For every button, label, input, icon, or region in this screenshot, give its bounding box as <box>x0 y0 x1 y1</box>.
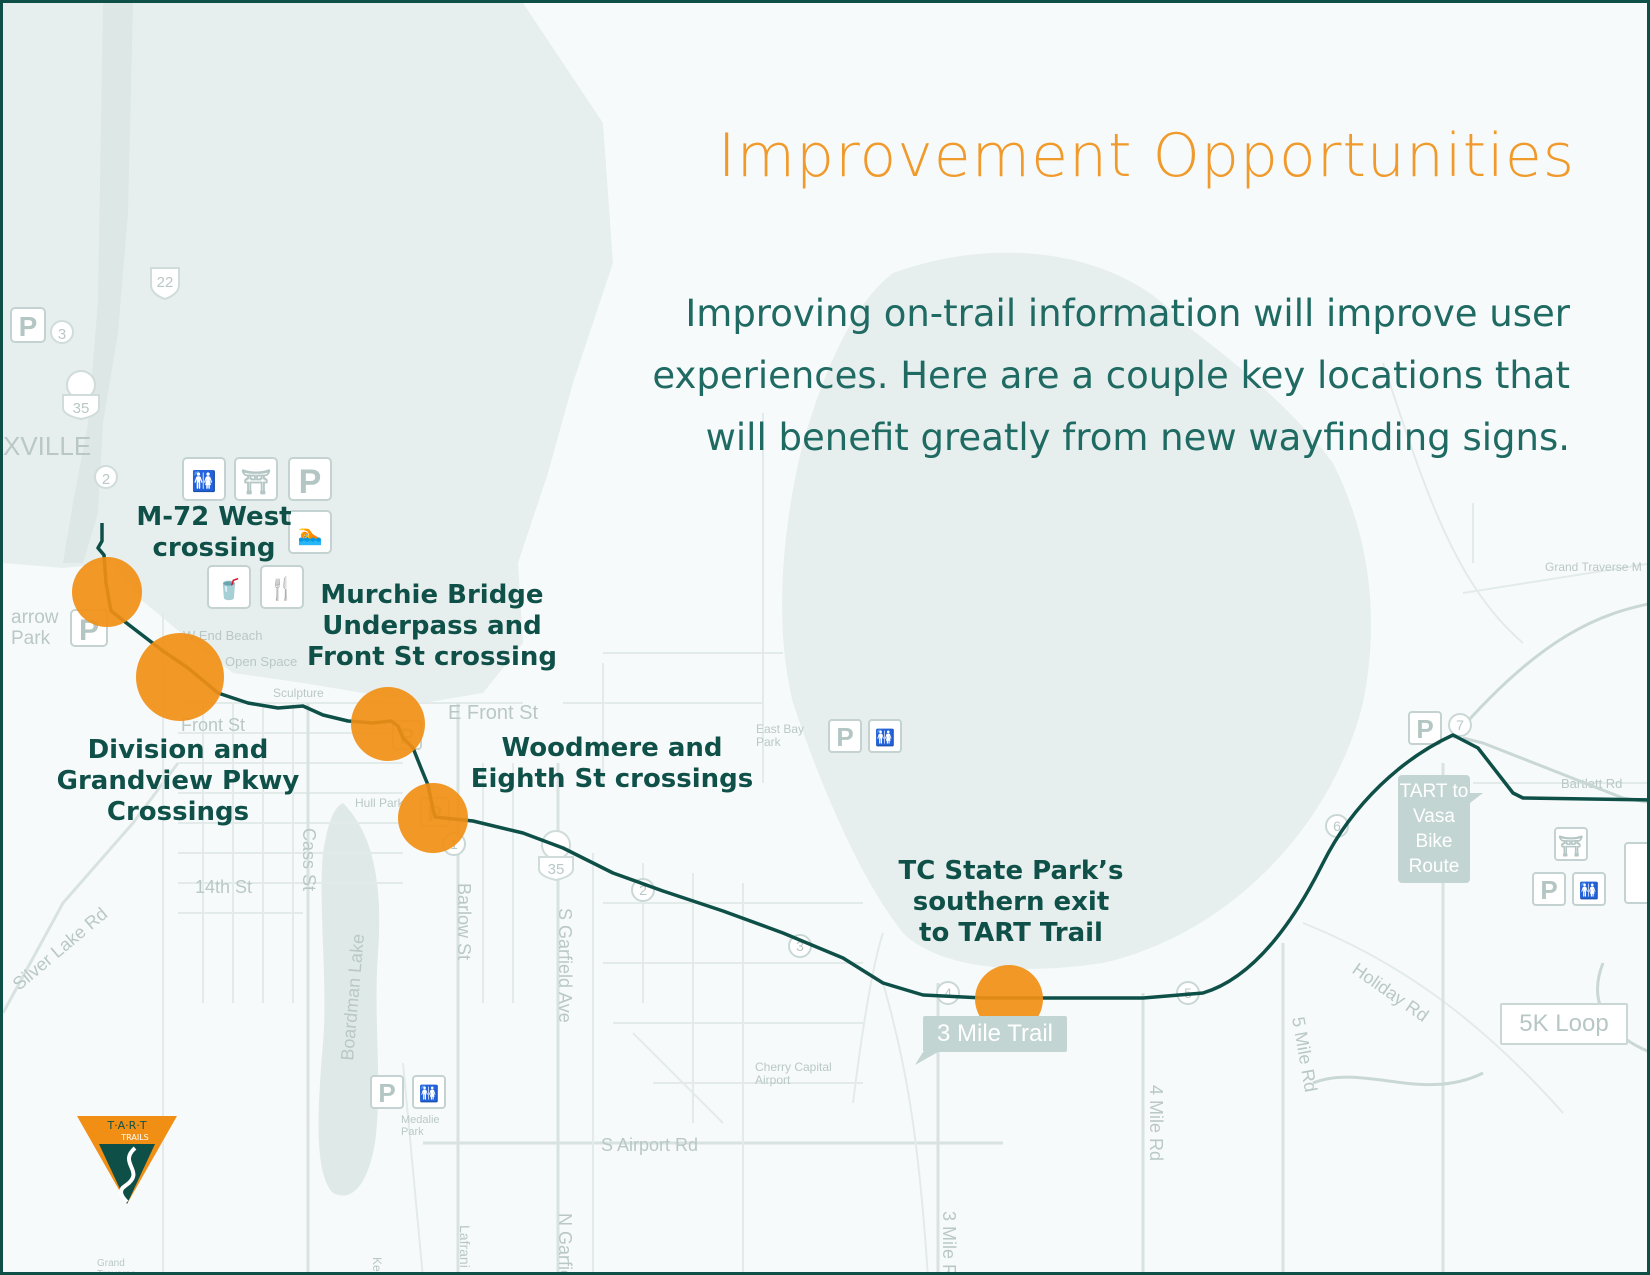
label-3-mile-rd: 3 Mile R <box>939 1211 959 1275</box>
label-4-mile-rd: 4 Mile Rd <box>1146 1085 1166 1161</box>
marker-murchie-bridge <box>351 687 425 761</box>
callout-tc-state-park: TC State Park’s southern exit to TART Tr… <box>898 856 1124 948</box>
callout-woodmere-eighth: Woodmere and Eighth St crossings <box>470 733 754 794</box>
label-lafrane: Lafrani <box>457 1225 473 1268</box>
route-35-shield: 35 <box>548 861 565 878</box>
east-bay-water <box>782 252 1372 969</box>
logo-text: T·A·R·T <box>106 1119 146 1132</box>
parking-icon: P <box>836 722 853 752</box>
label-open-space: Open Space <box>225 654 297 669</box>
swimming-icon: 🏊 <box>298 524 323 546</box>
restroom-icon: 🚻 <box>192 469 217 493</box>
tart-logo: T·A·R·T TRAILS <box>77 1116 177 1204</box>
three-mile-trail-label: 3 Mile Trail <box>923 1016 1067 1052</box>
route-35-shield-nw: 35 <box>73 400 90 417</box>
vasa-pointer <box>1470 793 1483 803</box>
marker-woodmere-eighth <box>398 783 468 853</box>
callout-m72-west: M-72 West crossing <box>136 502 292 563</box>
picnic-table-icon: ⛩ <box>1558 835 1583 858</box>
parking-icon: P <box>378 1078 395 1108</box>
label-silver-lake-rd: Silver Lake Rd <box>9 903 112 994</box>
label-14th-st: 14th St <box>195 877 252 897</box>
boardman-lake <box>318 803 380 1196</box>
route-22-shield: 22 <box>157 274 174 291</box>
food-icon: 🍴 <box>268 576 295 602</box>
parking-icon: P <box>1416 714 1433 744</box>
svg-text:3: 3 <box>796 938 804 954</box>
restroom-icon: 🚻 <box>419 1084 439 1103</box>
label-holiday-rd: Holiday Rd <box>1349 959 1433 1026</box>
label-grand-traverse: Grand Traverse M <box>1545 560 1642 574</box>
marker-m72-west <box>72 557 142 627</box>
callout-murchie-bridge: Murchie Bridge Underpass and Front St cr… <box>306 580 558 672</box>
marker-nw-3: 3 <box>58 326 66 343</box>
label-xville: XVILLE <box>3 431 91 461</box>
marker-division-grandview <box>136 633 224 721</box>
street-grid <box>3 362 1647 1272</box>
west-arm-left <box>63 3 133 563</box>
parking-icon: P <box>19 311 38 342</box>
parking-icon: P <box>299 463 322 501</box>
parking-icon: P <box>1540 875 1557 905</box>
label-e-front-st: E Front St <box>448 702 538 724</box>
svg-text:4: 4 <box>944 985 952 1001</box>
drinking-water-icon: 🥤 <box>217 577 242 601</box>
marker-nw-2: 2 <box>102 471 110 488</box>
label-barlow-st: Barlow St <box>454 883 474 960</box>
logo-subtext: TRAILS <box>120 1133 149 1142</box>
label-sculpture: Sculpture <box>273 686 324 700</box>
tart-to-vasa-label: TART to Vasa Bike Route <box>1398 775 1470 883</box>
restroom-icon: 🚻 <box>875 728 895 747</box>
tart-trail-route <box>96 523 1647 1000</box>
svg-text:2: 2 <box>639 882 647 898</box>
label-keystone: Ke <box>370 1257 384 1272</box>
west-bay-water <box>3 3 613 703</box>
label-front-st: Front St <box>181 715 245 735</box>
label-n-garfield: N Garfie <box>555 1213 575 1275</box>
three-mile-trail-pointer <box>915 1052 938 1065</box>
five-k-loop-label: 5K Loop <box>1500 1003 1628 1045</box>
label-hull-park: Hull Park <box>355 796 405 810</box>
intro-paragraph: Improving on-trail information will impr… <box>652 292 1570 459</box>
restroom-icon: 🚻 <box>1579 881 1599 900</box>
svg-text:6: 6 <box>1333 818 1341 834</box>
label-w-end-beach: W End Beach <box>183 628 263 643</box>
callout-division-grandview: Division and Grandview Pkwy Crossings <box>56 735 300 827</box>
picnic-table-icon: ⛩ <box>241 469 271 496</box>
label-s-garfield-ave: S Garfield Ave <box>555 908 575 1023</box>
svg-text:7: 7 <box>1456 717 1464 733</box>
page-title: Improvement Opportunities <box>717 121 1575 191</box>
route-shields: 3 2 22 35 35 <box>50 267 574 882</box>
label-s-airport-rd: S Airport Rd <box>601 1135 698 1155</box>
label-cass-st: Cass St <box>299 828 319 891</box>
